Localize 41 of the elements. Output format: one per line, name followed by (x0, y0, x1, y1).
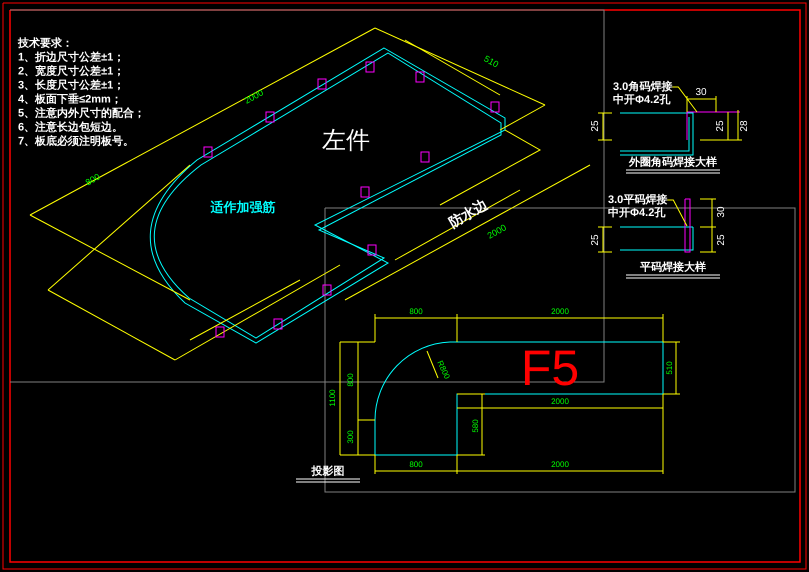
dimension-text: 2000 (551, 461, 569, 469)
requirement-text: 6、注意长边包短边。 (18, 122, 124, 134)
annotation-text: 3.0平码焊接 (608, 194, 668, 206)
dimension-text: 25 (591, 234, 601, 246)
detail-title: 外圈角码焊接大样 (629, 158, 717, 168)
requirement-text: 2、宽度尺寸公差±1； (18, 66, 124, 78)
dimension-text: 1100 (329, 389, 337, 407)
dimension-text: 25 (716, 120, 726, 132)
annotation-text: 中开Φ4.2孔 (608, 207, 666, 220)
dimension-text: 510 (482, 54, 500, 70)
annotation-text: 3.0角码焊接 (613, 81, 672, 94)
requirement-text: 1、折边尺寸公差±1； (18, 52, 124, 64)
dimension-text: 25 (591, 120, 601, 132)
part-label: 适作加强筋 (210, 200, 276, 214)
leader-line (672, 86, 698, 112)
dimension-text: 580 (472, 419, 480, 433)
dimension-text: 30 (695, 88, 707, 98)
requirement-text: 3、长度尺寸公差±1； (18, 80, 124, 92)
dimension-text: 800 (84, 172, 102, 188)
dimension-text: 800 (409, 461, 423, 469)
dimension-text: 510 (666, 361, 674, 375)
dimension-text: 30 (717, 206, 727, 218)
heading: 技术要求： (18, 38, 73, 50)
dimension-text: 2000 (551, 398, 569, 406)
dimension-text: 25 (717, 234, 727, 246)
dimension-text: 2000 (243, 88, 265, 106)
requirement-text: 5、注意内外尺寸的配合； (18, 108, 146, 120)
dimension-text: 800 (347, 373, 355, 387)
dimension-text: 28 (740, 120, 750, 132)
dimension-text: 800 (409, 308, 423, 316)
part-number: F5 (520, 343, 580, 393)
dimension-text: 300 (347, 430, 355, 444)
requirement-text: 7、板底必须注明板号。 (18, 136, 134, 148)
annotation-text: 中开Φ4.2孔 (613, 94, 672, 107)
dimension-text: R800 (435, 360, 451, 380)
view-title: 投影图 (312, 466, 344, 478)
requirement-text: 4、板面下垂≤2mm； (18, 94, 122, 106)
dimension-text: 2000 (551, 308, 569, 316)
detail-title: 平码焊接大样 (640, 262, 706, 274)
part-label: 左件 (322, 129, 370, 153)
leader-line (666, 200, 688, 226)
